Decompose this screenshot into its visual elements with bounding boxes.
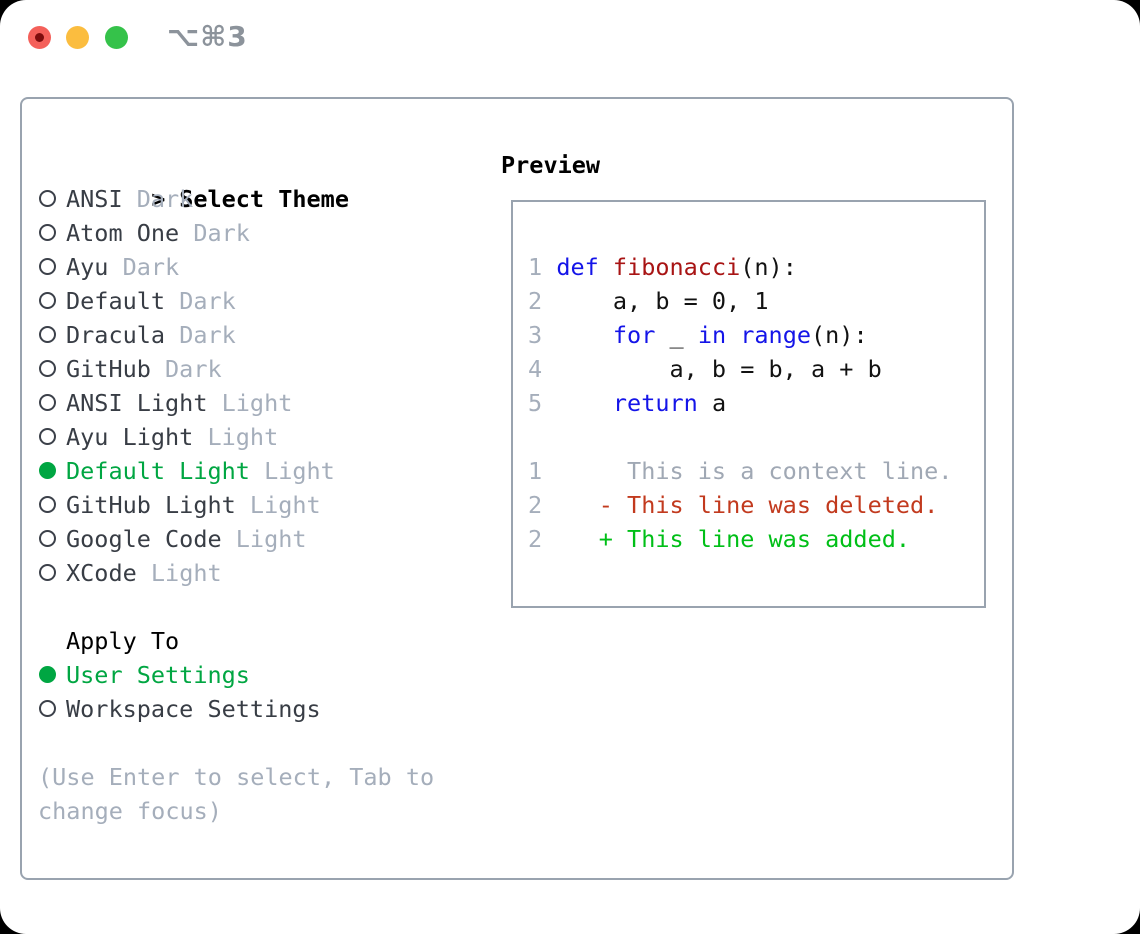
close-dot-icon <box>35 33 44 42</box>
preview-line: 2 + This line was added. <box>528 525 911 553</box>
radio-unselected-icon <box>38 692 66 726</box>
theme-item-name: ANSI <box>66 185 123 213</box>
theme-item-variant: Light <box>249 457 335 485</box>
theme-item[interactable]: Google Code Light <box>38 522 349 556</box>
maximize-button[interactable] <box>105 26 128 49</box>
preview-line: 4 a, b = b, a + b <box>528 355 882 383</box>
theme-item[interactable]: ANSI Light Light <box>38 386 349 420</box>
titlebar: ⌥⌘3 <box>0 0 1140 74</box>
apply-to-option-label: Workspace Settings <box>66 695 321 723</box>
theme-list-header: > Select Theme <box>38 148 349 213</box>
theme-item[interactable]: GitHub Dark <box>38 352 349 386</box>
theme-item-name: GitHub Light <box>66 491 236 519</box>
window-title: ⌥⌘3 <box>167 20 248 53</box>
help-line-2: change focus) <box>38 797 222 825</box>
close-button[interactable] <box>28 26 51 49</box>
theme-item[interactable]: Dracula Dark <box>38 318 349 352</box>
theme-item-name: Dracula <box>66 321 166 349</box>
radio-selected-icon <box>38 658 66 692</box>
theme-item-name: ANSI Light <box>66 389 208 417</box>
radio-unselected-icon <box>38 420 66 454</box>
help-line-1: (Use Enter to select, Tab to <box>38 763 435 791</box>
preview-line: 3 for _ in range(n): <box>528 321 868 349</box>
theme-item-name: Default Light <box>66 457 250 485</box>
radio-unselected-icon <box>38 284 66 318</box>
preview-line: 1 This is a context line. <box>528 457 953 485</box>
preview-line <box>528 420 952 454</box>
theme-item-name: Default <box>66 287 166 315</box>
radio-selected-icon <box>38 454 66 488</box>
radio-unselected-icon <box>38 216 66 250</box>
apply-to-option[interactable]: Workspace Settings <box>38 692 321 726</box>
theme-item-variant: Dark <box>165 287 236 315</box>
theme-item-variant: Light <box>136 559 222 587</box>
radio-unselected-icon <box>38 318 66 352</box>
theme-item[interactable]: Atom One Dark <box>38 216 349 250</box>
theme-item-variant: Dark <box>122 185 194 213</box>
theme-item-variant: Dark <box>108 253 180 281</box>
preview-line: 5 return a <box>528 389 727 417</box>
theme-item-name: Atom One <box>66 219 180 247</box>
theme-item-name: XCode <box>66 559 137 587</box>
theme-item[interactable]: Ayu Light Light <box>38 420 349 454</box>
theme-item[interactable]: Default Light Light <box>38 454 349 488</box>
theme-item[interactable]: GitHub Light Light <box>38 488 349 522</box>
preview-box: 1 def fibonacci(n): 2 a, b = 0, 1 3 for _ … <box>511 200 986 608</box>
radio-unselected-icon <box>38 182 66 216</box>
theme-list-title: Select Theme <box>179 185 349 213</box>
preview-line: 2 - This line was deleted. <box>528 491 939 519</box>
help-text: (Use Enter to select, Tab to change focu… <box>38 760 434 828</box>
radio-unselected-icon <box>38 352 66 386</box>
theme-item-variant: Dark <box>165 321 236 349</box>
radio-unselected-icon <box>38 556 66 590</box>
preview-title: Preview <box>501 151 601 179</box>
theme-item-variant: Dark <box>179 219 250 247</box>
minimize-button[interactable] <box>66 26 89 49</box>
apply-to-title: Apply To <box>66 627 180 655</box>
theme-item-variant: Light <box>221 525 307 553</box>
apply-to-option[interactable]: User Settings <box>38 658 321 692</box>
theme-item[interactable]: Ayu Dark <box>38 250 349 284</box>
theme-item-name: Ayu <box>66 253 109 281</box>
radio-unselected-icon <box>38 522 66 556</box>
theme-item-variant: Light <box>193 423 279 451</box>
apply-to-option-label: User Settings <box>66 661 250 689</box>
preview-line: 2 a, b = 0, 1 <box>528 287 769 315</box>
preview-line: 1 def fibonacci(n): <box>528 253 797 281</box>
radio-unselected-icon <box>38 386 66 420</box>
theme-item[interactable]: Default Dark <box>38 284 349 318</box>
theme-item-name: GitHub <box>66 355 151 383</box>
theme-item-variant: Light <box>235 491 321 519</box>
radio-unselected-icon <box>38 488 66 522</box>
preview-code: 1 def fibonacci(n): 2 a, b = 0, 1 3 for _ … <box>528 250 952 556</box>
focus-prompt-icon: > <box>151 185 166 213</box>
theme-item[interactable]: XCode Light <box>38 556 349 590</box>
theme-item-variant: Dark <box>150 355 222 383</box>
theme-item-variant: Light <box>207 389 293 417</box>
theme-item-name: Ayu Light <box>66 423 194 451</box>
radio-unselected-icon <box>38 250 66 284</box>
theme-item[interactable]: ANSI Dark <box>38 182 349 216</box>
theme-item-name: Google Code <box>66 525 222 553</box>
